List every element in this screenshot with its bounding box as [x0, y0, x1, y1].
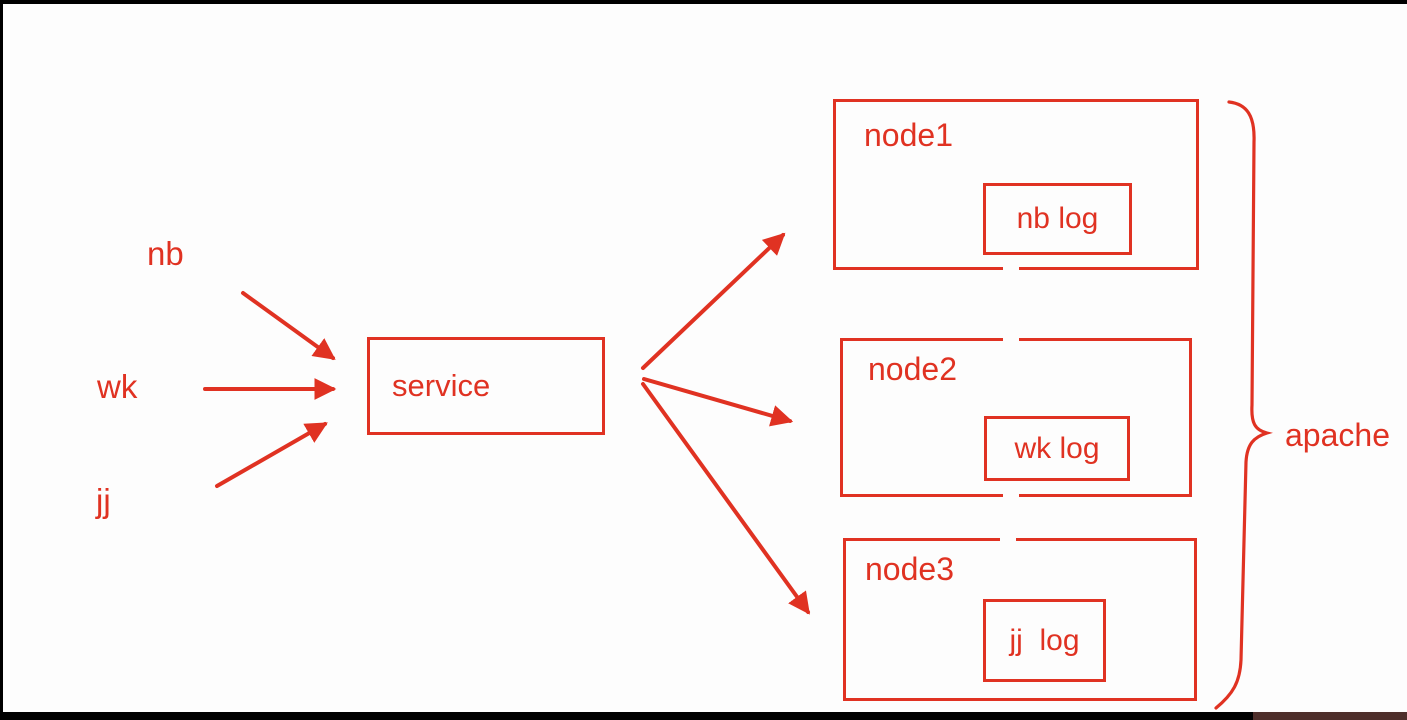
node1-title: node1 — [864, 117, 953, 153]
letterbox-top — [0, 0, 1407, 4]
node2-title: node2 — [868, 351, 957, 387]
arrow-service-to-node3 — [641, 382, 810, 615]
curly-brace-right — [1214, 100, 1273, 710]
node1-log-label: nb log — [1016, 202, 1099, 235]
arrow-service-to-node1 — [641, 232, 786, 370]
letterbox-bottom — [0, 712, 1407, 720]
group-label-apache: apache — [1285, 417, 1390, 453]
source-label-wk: wk — [97, 368, 138, 405]
node3-box — [843, 538, 1197, 701]
service-box: service — [367, 337, 605, 435]
node2-log-label: wk log — [1014, 431, 1100, 465]
node2-log-box: wk log — [984, 416, 1130, 481]
node3-border-gap — [1000, 537, 1016, 543]
source-label-nb: nb — [147, 235, 184, 272]
node2-border-gap-top — [1003, 337, 1019, 343]
letterbox-left — [0, 0, 3, 712]
arrow-nb-to-service — [241, 291, 336, 360]
node1-log-box: nb log — [983, 183, 1132, 255]
node3-log-label: jj log — [1009, 623, 1080, 657]
service-label: service — [392, 368, 491, 403]
node2-border-gap-bottom — [1003, 492, 1019, 498]
node3-title: node3 — [865, 551, 954, 587]
node3-log-box: jj log — [983, 599, 1106, 682]
arrow-jj-to-service — [215, 422, 328, 488]
arrow-service-to-node2 — [642, 377, 794, 427]
node1-border-gap — [1003, 265, 1019, 271]
letterbox-bottom-tint — [1253, 712, 1407, 720]
source-label-jj: jj — [96, 482, 111, 519]
